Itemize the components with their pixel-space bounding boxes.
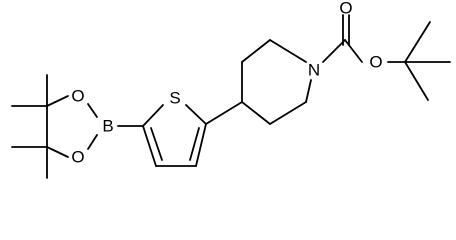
bond [344,39,363,63]
atom-label-carbonyl-oxygen: O [339,0,352,18]
bond [404,61,429,101]
molecule-structure-diagram: O O N S B O O [11,0,451,179]
bond [189,127,200,161]
bond [87,134,98,150]
bond [241,101,271,125]
bond [404,21,431,63]
atom-label-boron: B [102,117,113,136]
bond [142,104,164,127]
bond [205,101,243,125]
bond [150,127,163,161]
bond [142,125,157,167]
bond [269,101,307,125]
bond [269,39,307,63]
bond [46,146,69,158]
bond [195,123,207,167]
bond [46,95,69,107]
atom-label-thiophene-sulfur: S [169,89,180,108]
bond [322,39,346,63]
bond [305,79,312,103]
bond [241,39,271,63]
atom-label-boronate-oxygen-upper: O [71,87,84,106]
bond [87,103,98,118]
bond [185,104,207,125]
atom-label-ester-oxygen: O [369,53,382,72]
atom-label-boronate-oxygen-lower: O [71,148,84,167]
atom-label-piperidine-nitrogen: N [308,61,320,80]
